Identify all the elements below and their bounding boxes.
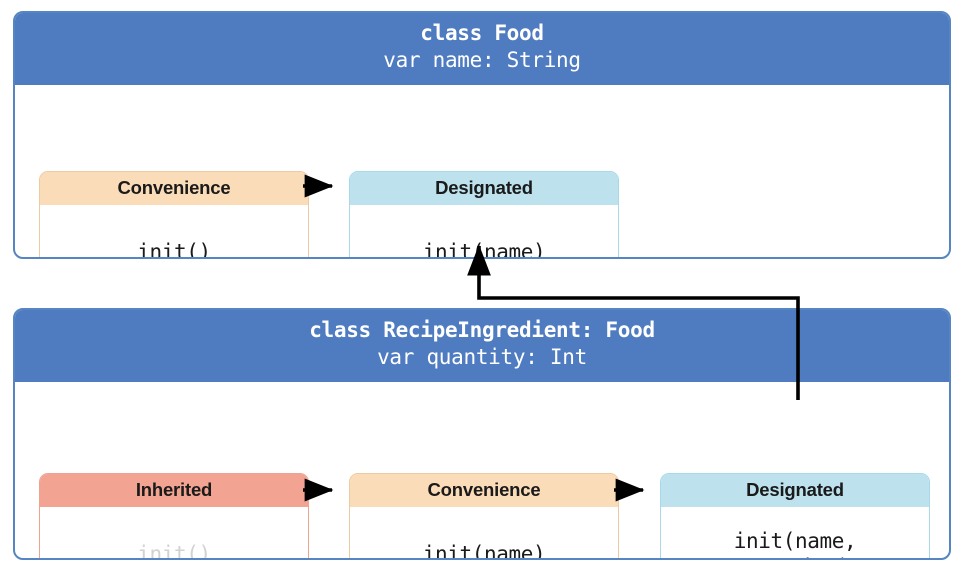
class-name-food: class Food — [420, 21, 544, 45]
class-name-recipe-ingredient: class RecipeIngredient: Food — [309, 318, 655, 342]
init-box-food-designated[interactable]: Designated init(name) — [349, 170, 619, 257]
init-kind-label: Designated — [350, 171, 618, 205]
init-kind-label: Convenience — [40, 171, 308, 205]
class-header-food: class Food var name: String — [15, 13, 949, 85]
init-box-recipe-designated[interactable]: Designated init(name, quantity) — [660, 472, 930, 558]
class-property-food: var name: String — [383, 47, 581, 72]
init-kind-label: Convenience — [350, 473, 618, 507]
class-body-recipe-ingredient: Inherited init() Convenience init(name) … — [15, 382, 949, 558]
init-kind-label: Designated — [661, 473, 929, 507]
class-header-recipe-ingredient: class RecipeIngredient: Food var quantit… — [15, 310, 949, 382]
init-signature: init(name, quantity) — [661, 506, 929, 558]
class-body-food: Convenience init() Designated init(name) — [15, 85, 949, 257]
init-kind-label: Inherited — [40, 473, 308, 507]
init-box-recipe-convenience[interactable]: Convenience init(name) — [349, 472, 619, 558]
init-box-recipe-inherited[interactable]: Inherited init() — [39, 472, 309, 558]
init-signature: init() — [40, 204, 308, 257]
init-signature: init(name) — [350, 506, 618, 558]
init-signature: init() — [40, 506, 308, 558]
init-box-food-convenience[interactable]: Convenience init() — [39, 170, 309, 257]
class-card-recipe-ingredient: class RecipeIngredient: Food var quantit… — [13, 308, 951, 560]
init-signature: init(name) — [350, 204, 618, 257]
class-card-food: class Food var name: String Convenience … — [13, 11, 951, 259]
class-property-recipe-ingredient: var quantity: Int — [377, 344, 587, 369]
